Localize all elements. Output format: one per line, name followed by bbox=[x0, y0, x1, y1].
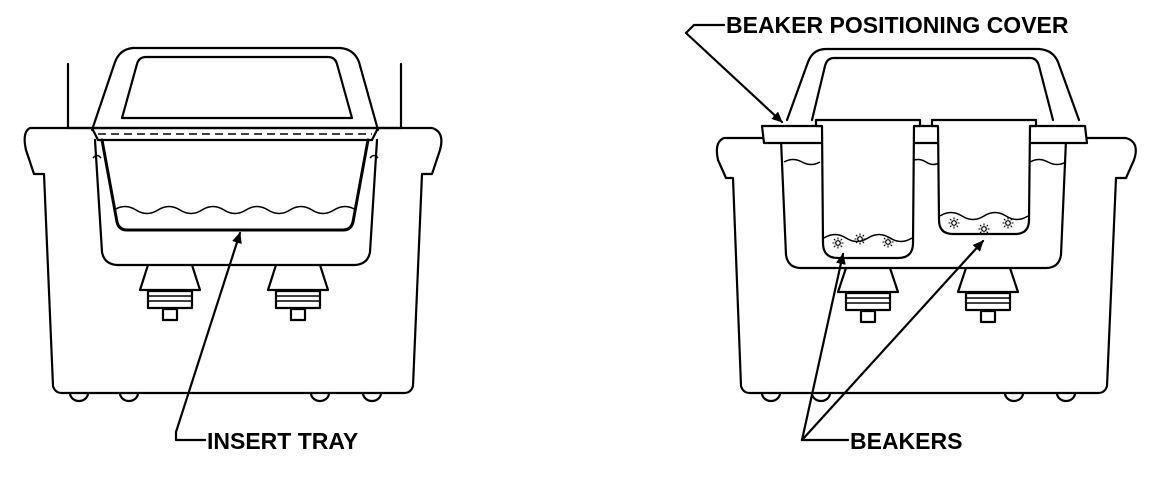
beakers-leader-2 bbox=[800, 239, 985, 442]
beaker-positioning-cover bbox=[760, 124, 1089, 145]
left-tank-water-left bbox=[92, 154, 102, 159]
right-transducer-2 bbox=[956, 266, 1020, 324]
left-transducer-1 bbox=[138, 263, 202, 322]
right-lid bbox=[785, 47, 1081, 122]
beakers-label: BEAKERS bbox=[850, 428, 962, 454]
insert-tray-leader bbox=[174, 231, 242, 442]
right-bath-unit bbox=[715, 47, 1137, 403]
insert-tray bbox=[100, 138, 370, 232]
insert-tray-rim bbox=[90, 126, 380, 142]
left-feet bbox=[68, 391, 383, 403]
right-inner-tank bbox=[779, 138, 1068, 270]
left-lid-window bbox=[120, 55, 354, 120]
left-transducer-2 bbox=[266, 263, 330, 322]
right-lid-window bbox=[810, 56, 1055, 122]
beaker-2 bbox=[930, 118, 1038, 236]
left-tank-body bbox=[23, 126, 443, 395]
insert-tray-label: INSERT TRAY bbox=[207, 428, 358, 454]
left-tank-water-right bbox=[369, 154, 379, 159]
beaker-1 bbox=[814, 118, 922, 260]
left-tray-handle-left bbox=[66, 62, 94, 130]
beaker-positioning-cover-label: BEAKER POSITIONING COVER bbox=[726, 12, 1069, 38]
left-lid bbox=[90, 46, 380, 132]
cover-leader bbox=[684, 23, 784, 124]
right-feet bbox=[760, 391, 1077, 403]
left-inner-tank bbox=[93, 138, 379, 267]
left-tray-handle-right bbox=[376, 62, 403, 130]
insert-tray-water bbox=[113, 205, 357, 215]
right-tank-body bbox=[715, 136, 1137, 395]
left-bath-unit bbox=[23, 46, 443, 403]
right-transducer-1 bbox=[836, 266, 900, 324]
